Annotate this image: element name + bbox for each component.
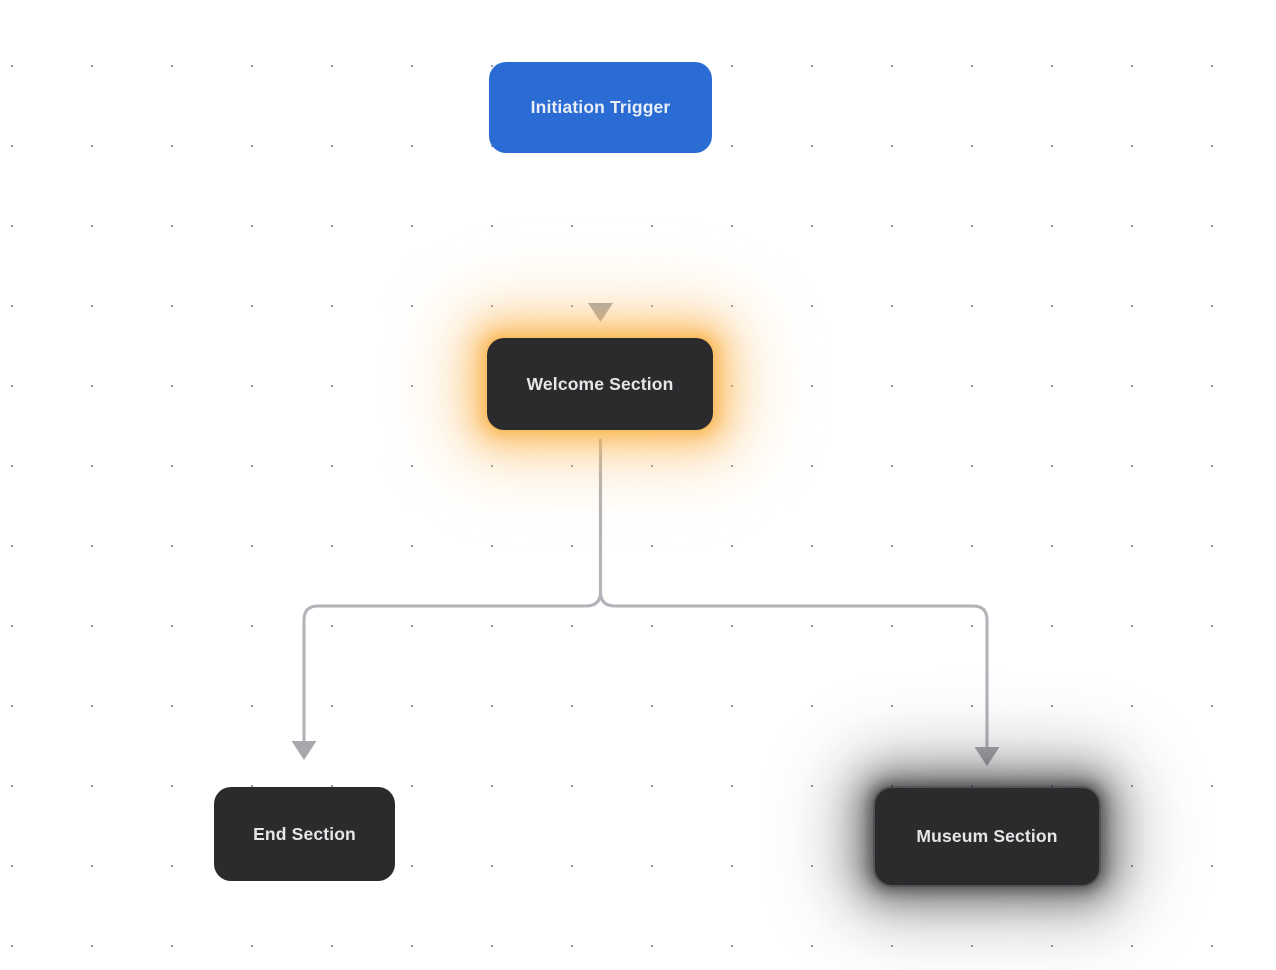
arrow-head-icon	[291, 741, 317, 760]
node-initiation-trigger[interactable]: Initiation Trigger	[489, 62, 712, 153]
edge-welcome-museum[interactable]	[598, 438, 1000, 766]
arrow-head-icon	[974, 747, 1000, 766]
node-museum-section[interactable]: Museum Section	[875, 788, 1099, 885]
node-label: Initiation Trigger	[530, 97, 671, 118]
arrow-head-icon	[588, 303, 613, 322]
node-end-section[interactable]: End Section	[214, 787, 395, 881]
node-welcome-section[interactable]: Welcome Section	[487, 338, 713, 430]
node-label: Museum Section	[916, 826, 1058, 847]
edge-trigger-welcome[interactable]	[588, 168, 613, 322]
node-label: Welcome Section	[526, 373, 674, 394]
edge-welcome-end[interactable]	[291, 438, 603, 760]
node-label: End Section	[253, 823, 356, 844]
